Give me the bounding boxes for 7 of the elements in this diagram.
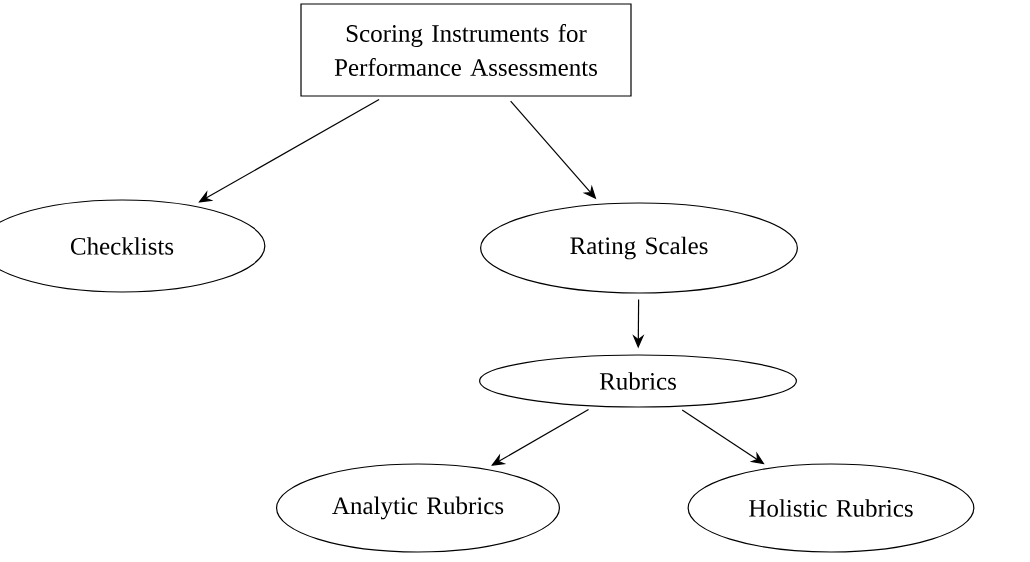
title-box: Scoring Instruments for Performance Assessments <box>300 3 632 97</box>
arrow <box>681 409 765 465</box>
ellipse-node: Rubrics <box>479 354 797 408</box>
ellipse-node: Rating Scales <box>480 202 798 294</box>
ellipse-node: Analytic Rubrics <box>275 463 560 553</box>
ellipse-node: Holistic Rubrics <box>687 463 975 553</box>
arrow <box>491 408 590 466</box>
